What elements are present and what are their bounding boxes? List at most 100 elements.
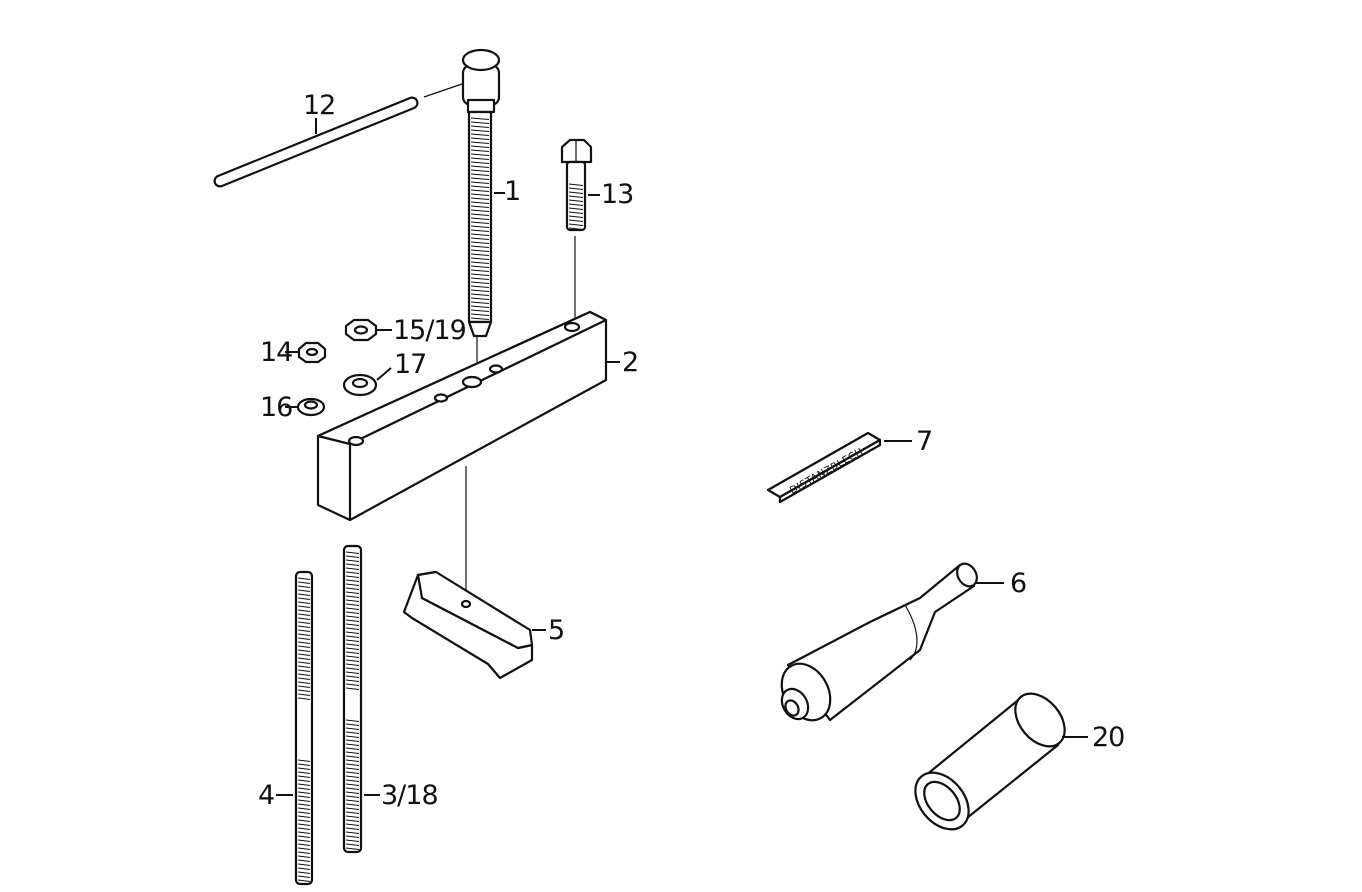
thread-line — [345, 735, 360, 738]
thread-line — [345, 555, 360, 558]
thread-line — [470, 169, 490, 172]
thread-line — [297, 875, 311, 878]
thread-line — [297, 577, 311, 580]
thread-line — [470, 125, 490, 128]
thread-line — [297, 799, 311, 802]
thread-line — [345, 599, 360, 602]
thread-line — [345, 587, 360, 590]
label-2: 2 — [622, 347, 638, 378]
thread-line — [470, 221, 490, 224]
sleeve-part-20 — [914, 692, 1066, 831]
thread-line — [297, 625, 311, 628]
thread-line — [345, 611, 360, 614]
thread-line — [345, 647, 360, 650]
thread-line — [297, 669, 311, 672]
thread-line — [470, 293, 490, 296]
thread-line — [345, 651, 360, 654]
thread-line — [470, 309, 490, 312]
thread-line — [345, 803, 360, 806]
thread-line — [345, 655, 360, 658]
thread-line — [297, 811, 311, 814]
thread-line — [470, 145, 490, 148]
thread-line — [568, 203, 584, 206]
nut-part-15-19 — [344, 318, 378, 342]
thread-line — [297, 673, 311, 676]
thread-line — [470, 249, 490, 252]
tommy-bar-part-12 — [213, 83, 463, 188]
thread-line — [345, 847, 360, 850]
thread-line — [470, 285, 490, 288]
thread-line — [345, 795, 360, 798]
thread-line — [345, 615, 360, 618]
thread-line — [470, 305, 490, 308]
thread-line — [297, 831, 311, 834]
thread-line — [345, 603, 360, 606]
label-1: 1 — [504, 176, 520, 207]
thread-line — [297, 759, 311, 762]
thread-line — [470, 165, 490, 168]
thread-line — [297, 653, 311, 656]
thread-line — [297, 867, 311, 870]
thread-line — [345, 727, 360, 730]
thread-line — [345, 551, 360, 554]
thread-line — [297, 605, 311, 608]
thread-line — [297, 839, 311, 842]
thread-line — [345, 607, 360, 610]
thread-line — [345, 843, 360, 846]
bridge-part-5 — [402, 570, 534, 680]
thread-line — [297, 589, 311, 592]
thread-line — [345, 835, 360, 838]
thread-line — [297, 787, 311, 790]
thread-line — [568, 211, 584, 214]
thread-line — [297, 677, 311, 680]
thread-line — [345, 759, 360, 762]
thread-line — [297, 609, 311, 612]
thread-line — [297, 767, 311, 770]
part-labels: 12 1 13 2 15/19 14 17 16 5 4 3/18 7 6 20 — [258, 90, 1125, 811]
label-15-19: 15/19 — [393, 315, 466, 346]
thread-line — [470, 257, 490, 260]
thread-line — [297, 697, 311, 700]
thread-line — [345, 719, 360, 722]
thread-line — [345, 639, 360, 642]
thread-line — [568, 215, 584, 218]
thread-line — [297, 879, 311, 882]
thread-line — [345, 675, 360, 678]
thread-line — [345, 831, 360, 834]
thread-line — [345, 755, 360, 758]
thread-line — [568, 223, 584, 226]
thread-line — [297, 775, 311, 778]
thread-line — [568, 183, 584, 186]
thread-line — [470, 137, 490, 140]
thread-line — [345, 723, 360, 726]
thread-line — [345, 631, 360, 634]
thread-line — [345, 627, 360, 630]
thread-line — [345, 583, 360, 586]
mandrel-part-6 — [780, 562, 978, 722]
thread-line — [470, 205, 490, 208]
thread-line — [470, 297, 490, 300]
thread-line — [345, 771, 360, 774]
label-16: 16 — [260, 392, 292, 423]
thread-line — [297, 641, 311, 644]
thread-line — [470, 209, 490, 212]
thread-line — [345, 619, 360, 622]
thread-line — [345, 575, 360, 578]
label-13: 13 — [601, 179, 633, 210]
thread-line — [470, 281, 490, 284]
thread-line — [297, 681, 311, 684]
thread-line — [297, 689, 311, 692]
thread-line — [568, 195, 584, 198]
thread-line — [345, 763, 360, 766]
thread-line — [297, 585, 311, 588]
thread-line — [470, 193, 490, 196]
thread-line — [345, 743, 360, 746]
thread-line — [470, 121, 490, 124]
label-12: 12 — [303, 90, 335, 121]
thread-line — [568, 227, 584, 230]
thread-line — [345, 775, 360, 778]
thread-line — [345, 731, 360, 734]
thread-line — [345, 635, 360, 638]
thread-line — [470, 237, 490, 240]
